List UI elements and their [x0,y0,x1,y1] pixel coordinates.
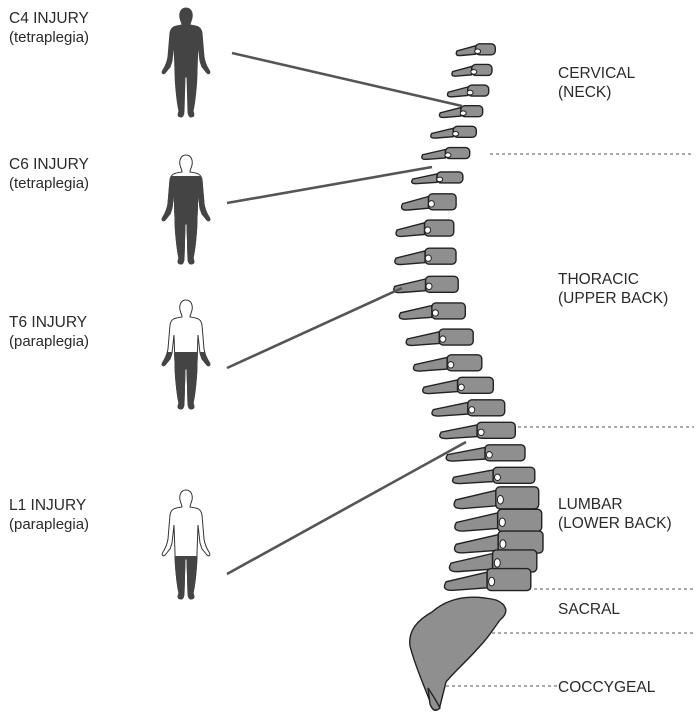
vertebra [440,422,516,438]
region-sacral-label: SACRAL [558,600,620,619]
vertebra [396,220,454,236]
vertebra [452,64,492,76]
injury-t6-type: (paraplegia) [9,332,89,351]
vertebra [431,126,476,138]
vertebra [402,194,457,210]
vertebra [422,148,470,160]
figure-l1 [162,490,210,599]
vertebra [456,44,495,56]
vertebra [395,248,456,264]
injury-c4-type: (tetraplegia) [9,28,89,47]
region-cervical-desc: (NECK) [558,83,635,102]
region-coccygeal-name: COCCYGEAL [558,678,655,697]
sacrum [410,597,506,710]
region-cervical-label: CERVICAL (NECK) [558,64,635,102]
vertebra [453,467,535,483]
connector-c6 [227,167,432,203]
region-lumbar-label: LUMBAR (LOWER BACK) [558,495,672,533]
injury-t6-label: T6 INJURY (paraplegia) [9,313,89,351]
connector-c4 [232,53,462,106]
vertebra [399,303,465,319]
vertebra [454,487,539,509]
region-sacral-name: SACRAL [558,600,620,619]
injury-c6-type: (tetraplegia) [9,174,89,193]
vertebra [394,276,458,292]
injury-c6-label: C6 INJURY (tetraplegia) [9,155,89,193]
region-lumbar-desc: (LOWER BACK) [558,514,672,533]
figure-c6 [162,155,210,264]
vertebra [413,355,481,371]
connector-t6 [227,288,402,368]
vertebra [455,509,542,531]
region-thoracic-label: THORACIC (UPPER BACK) [558,270,668,308]
vertebra [406,329,473,345]
spine [394,44,543,710]
injury-t6-title: T6 INJURY [9,313,89,332]
injury-l1-type: (paraplegia) [9,515,89,534]
vertebra [439,106,482,118]
region-cervical-name: CERVICAL [558,64,635,83]
vertebra [412,172,463,184]
region-coccygeal-label: COCCYGEAL [558,678,655,697]
injury-l1-label: L1 INJURY (paraplegia) [9,496,89,534]
injury-c6-title: C6 INJURY [9,155,89,174]
region-thoracic-desc: (UPPER BACK) [558,289,668,308]
vertebra [432,400,505,416]
figure-c4 [162,8,210,117]
injury-c4-label: C4 INJURY (tetraplegia) [9,9,89,47]
region-thoracic-name: THORACIC [558,270,668,289]
region-lumbar-name: LUMBAR [558,495,672,514]
vertebra [423,377,494,393]
vertebra [448,85,489,97]
connector-l1 [227,442,466,574]
injury-l1-title: L1 INJURY [9,496,89,515]
injury-c4-title: C4 INJURY [9,9,89,28]
